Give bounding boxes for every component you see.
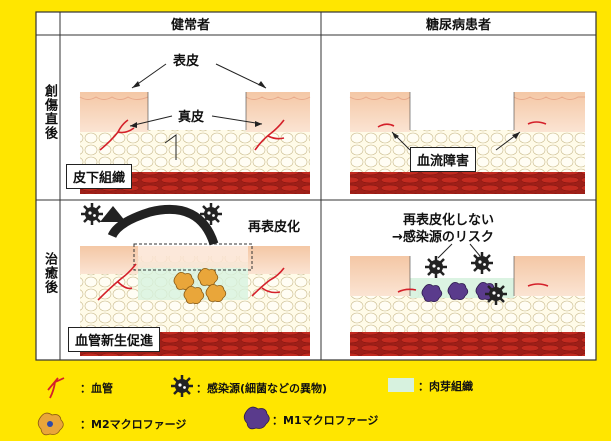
- label-reepithelialization: 再表皮化: [248, 220, 301, 235]
- legend-granulation-icon: [388, 378, 414, 392]
- label-infection-risk: →感染源のリスク: [392, 230, 494, 245]
- label-no-reepithelialization: 再表皮化しない: [403, 213, 495, 228]
- legend-pathogen-label: ：感染源(細菌などの異物): [196, 382, 328, 395]
- panel-diabetic-heal: [350, 243, 585, 356]
- blood-vessel: [527, 283, 549, 287]
- legend-vessel-label: ：血管: [80, 382, 113, 395]
- legend-m2-label: ：M2マクロファージ: [80, 418, 187, 431]
- blood-vessel: [377, 123, 395, 128]
- pathogen-icon: [425, 256, 447, 278]
- legend-m1-icon: [243, 406, 270, 430]
- row-header-after-wound: 創傷直後: [42, 84, 57, 140]
- label-dermis: 真皮: [178, 110, 205, 125]
- panel-diabetic-wound: [349, 92, 585, 194]
- pathogen-icon: [471, 252, 493, 274]
- panel-healthy-wound: [79, 63, 311, 194]
- legend-m1-label: ：M1マクロファージ: [272, 414, 379, 427]
- reepithelialization-region: [133, 243, 253, 271]
- blood-vessel: [254, 119, 285, 151]
- label-angiogenesis: 血管新生促進: [68, 327, 161, 352]
- removal-arrow: [107, 204, 219, 246]
- pathogen-icon: [81, 203, 103, 225]
- legend-pathogen-icon: [171, 375, 193, 397]
- blood-vessel: [99, 119, 135, 151]
- label-subcutaneous: 皮下組織: [66, 164, 133, 189]
- pathogen-icon: [200, 203, 222, 225]
- legend-vessel-icon: [47, 377, 65, 399]
- blood-vessel: [97, 263, 137, 301]
- label-epidermis: 表皮: [173, 54, 200, 69]
- legend: [37, 375, 414, 436]
- blood-vessel: [527, 121, 547, 125]
- legend-granulation-label: ：肉芽組織: [418, 380, 473, 393]
- blood-vessel: [251, 267, 285, 297]
- column-header-diabetic: 糖尿病患者: [425, 18, 491, 33]
- pathogen-icon: [485, 283, 507, 305]
- label-blood-flow-disorder: 血流障害: [410, 147, 477, 172]
- column-header-healthy: 健常者: [170, 18, 210, 33]
- m2-macrophage: [173, 268, 227, 304]
- blood-vessel: [397, 288, 417, 293]
- row-header-after-heal: 治癒後: [42, 252, 57, 294]
